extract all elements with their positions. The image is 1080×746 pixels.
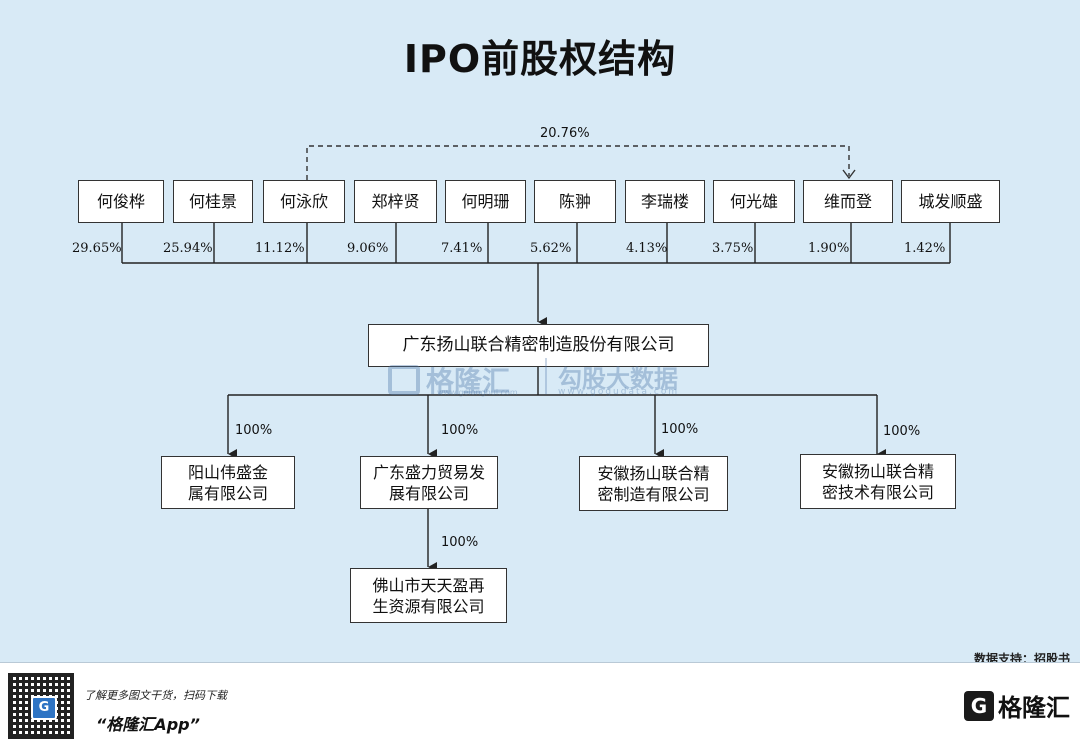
shareholding-pct: 11.12% bbox=[255, 241, 305, 256]
shareholding-pct: 5.62% bbox=[530, 241, 572, 256]
brand-g-icon: G bbox=[964, 690, 994, 721]
footer-divider bbox=[0, 662, 1080, 663]
footer-promo-text: 了解更多图文干货，扫码下载 bbox=[84, 689, 227, 702]
cross-holding-dashed-line bbox=[306, 145, 850, 180]
watermark-g-icon bbox=[388, 365, 420, 395]
subsidiary-pct: 100% bbox=[441, 423, 479, 438]
cross-holding-arrowhead bbox=[842, 169, 856, 180]
subsidiary-box: 广东盛力贸易发展有限公司 bbox=[360, 456, 498, 509]
watermark-brand: 格隆汇 bbox=[388, 360, 510, 400]
shareholding-pct: 7.41% bbox=[441, 241, 483, 256]
cross-holding-label: 20.76% bbox=[540, 126, 590, 141]
shareholding-pct: 9.06% bbox=[347, 241, 389, 256]
shareholder-box: 何俊桦 bbox=[78, 180, 164, 223]
qr-logo-icon: G bbox=[31, 696, 57, 720]
footer-bar bbox=[0, 663, 1080, 746]
footer-brand-logo: G 格隆汇 bbox=[964, 688, 1070, 723]
shareholding-pct: 1.90% bbox=[808, 241, 850, 256]
subsidiary-box: 阳山伟盛金属有限公司 bbox=[161, 456, 295, 509]
footer-app-name: “格隆汇App” bbox=[96, 715, 200, 734]
shareholder-box: 郑梓贤 bbox=[354, 180, 437, 223]
shareholding-pct: 25.94% bbox=[163, 241, 213, 256]
shareholder-box: 何泳欣 bbox=[263, 180, 345, 223]
shareholding-pct: 3.75% bbox=[712, 241, 754, 256]
sub-subsidiary-pct: 100% bbox=[441, 535, 479, 550]
company-box: 广东扬山联合精密制造股份有限公司 bbox=[368, 324, 709, 367]
shareholding-pct: 29.65% bbox=[72, 241, 122, 256]
subsidiary-pct: 100% bbox=[883, 424, 921, 439]
subsidiary-box: 安徽扬山联合精密制造有限公司 bbox=[579, 456, 728, 511]
shareholder-box: 李瑞楼 bbox=[625, 180, 705, 223]
subsidiary-pct: 100% bbox=[661, 422, 699, 437]
subsidiary-pct: 100% bbox=[235, 423, 273, 438]
shareholder-box: 城发顺盛 bbox=[901, 180, 1000, 223]
shareholding-pct: 4.13% bbox=[626, 241, 668, 256]
diagram-title: IPO前股权结构 bbox=[403, 37, 677, 81]
shareholder-box: 何光雄 bbox=[713, 180, 795, 223]
shareholder-box: 何桂景 bbox=[173, 180, 253, 223]
shareholder-box: 维而登 bbox=[803, 180, 893, 223]
watermark-data-url: www.gogudata.com bbox=[558, 387, 680, 397]
shareholding-pct: 1.42% bbox=[904, 241, 946, 256]
watermark-divider bbox=[545, 358, 547, 394]
subsidiary-box: 安徽扬山联合精密技术有限公司 bbox=[800, 454, 956, 509]
shareholder-drop-lines bbox=[121, 223, 951, 327]
subsidiary-lines bbox=[227, 366, 886, 572]
sub-subsidiary-box: 佛山市天天盈再生资源有限公司 bbox=[350, 568, 507, 623]
watermark-brand-url: www.gelonghui.com bbox=[437, 388, 518, 397]
watermark-data-brand: 勾股大数据 bbox=[558, 365, 678, 393]
shareholder-box: 陈翀 bbox=[534, 180, 616, 223]
shareholder-box: 何明珊 bbox=[445, 180, 526, 223]
